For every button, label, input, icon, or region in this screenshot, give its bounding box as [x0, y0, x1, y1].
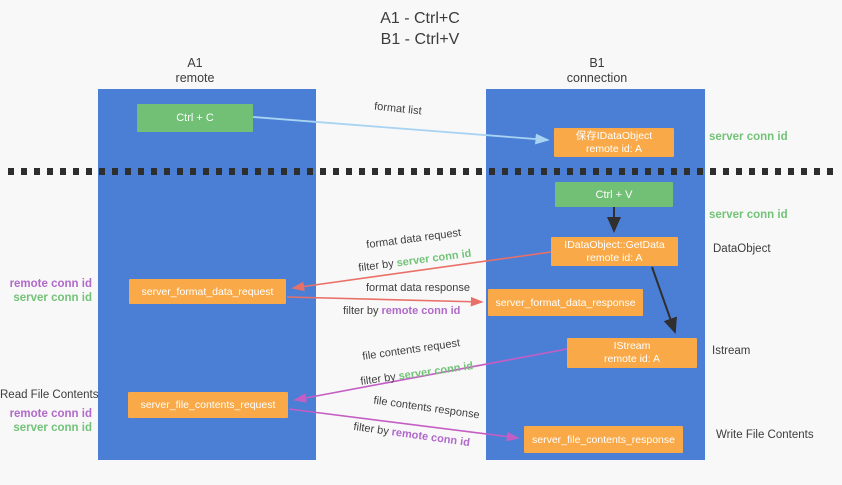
lane-b1-role: connection — [566, 71, 628, 85]
node-ctrl-v-label: Ctrl + V — [595, 188, 633, 201]
lane-header-b1: B1 connection — [547, 56, 647, 86]
node-ctrl-c-label: Ctrl + C — [176, 112, 214, 124]
label-file-contents-response: file contents response — [372, 394, 481, 422]
filter-by-text: filter by — [343, 305, 379, 317]
copy-paste-separator-line — [8, 168, 834, 175]
node-istream-line1: IStream — [613, 340, 651, 352]
node-istream: IStream remote id: A — [567, 338, 697, 368]
node-server-format-data-response: server_format_data_response — [488, 289, 643, 316]
node-file-response-label: server_file_contents_response — [531, 433, 675, 446]
node-format-request-label: server_format_data_request — [141, 285, 274, 298]
label-file-contents-request: file contents request — [361, 337, 461, 363]
lane-a1-role: remote — [175, 71, 215, 85]
left-conn-id-stack-bottom: remote conn id server conn id — [0, 407, 92, 435]
title-line-1: A1 - Ctrl+C — [380, 10, 460, 27]
label-server-conn-id-right-mid: server conn id — [709, 209, 788, 221]
node-save-idataobject: 保存IDataObject remote id: A — [554, 128, 674, 157]
node-file-request-label: server_file_contents_request — [140, 399, 276, 411]
remote-conn-id-text: remote conn id — [381, 305, 461, 317]
node-save-idataobject-line2: remote id: A — [585, 142, 643, 155]
label-filter-by-remote-conn-id-1: filter by remote conn id — [343, 305, 460, 317]
arrow-format-data-response — [286, 296, 484, 307]
label-format-data-request: format data request — [365, 226, 462, 252]
label-format-list: format list — [373, 100, 423, 118]
node-getdata-line2: remote id: A — [586, 251, 643, 264]
label-filter-by-server-conn-id-1: filter by server conn id — [358, 248, 472, 275]
node-ctrl-v: Ctrl + V — [555, 182, 673, 207]
label-dataobject: DataObject — [713, 243, 771, 255]
lane-a1-name: A1 — [187, 56, 203, 70]
server-conn-id-text: server conn id — [395, 247, 473, 270]
label-filter-by-remote-conn-id-2: filter by remote conn id — [353, 421, 471, 449]
label-remote-conn-id-left-bottom: remote conn id — [9, 408, 92, 420]
node-server-file-contents-response: server_file_contents_response — [524, 426, 683, 453]
lane-header-a1: A1 remote — [145, 56, 245, 86]
label-remote-conn-id-left-top: remote conn id — [9, 278, 92, 290]
lane-b1-name: B1 — [589, 56, 605, 70]
node-server-format-data-request: server_format_data_request — [129, 279, 286, 304]
left-conn-id-stack-top: remote conn id server conn id — [0, 277, 92, 305]
title-line-2: B1 - Ctrl+V — [380, 31, 460, 48]
node-save-idataobject-line1: 保存IDataObject — [575, 129, 653, 142]
node-ctrl-c: Ctrl + C — [137, 104, 253, 132]
filter-by-text: filter by — [352, 420, 390, 438]
server-conn-id-text: server conn id — [397, 360, 475, 383]
label-istream: Istream — [712, 345, 751, 357]
remote-conn-id-text: remote conn id — [390, 426, 471, 450]
label-write-file-contents: Write File Contents — [716, 429, 814, 441]
diagram-title: A1 - Ctrl+C B1 - Ctrl+V — [320, 8, 520, 50]
node-istream-line2: remote id: A — [603, 353, 661, 365]
filter-by-text: filter by — [357, 257, 395, 275]
label-format-data-response: format data response — [366, 282, 470, 294]
label-server-conn-id-right-top: server conn id — [709, 131, 788, 143]
label-server-conn-id-left-bottom: server conn id — [13, 422, 92, 434]
filter-by-text: filter by — [359, 371, 397, 388]
label-server-conn-id-left-top: server conn id — [13, 292, 92, 304]
label-read-file-contents: Read File Contents — [0, 389, 99, 401]
label-filter-by-server-conn-id-2: filter by server conn id — [360, 360, 474, 388]
node-getdata-line1: IDataObject::GetData — [564, 238, 665, 251]
node-idataobject-getdata: IDataObject::GetData remote id: A — [551, 237, 678, 266]
node-server-file-contents-request: server_file_contents_request — [128, 392, 288, 418]
node-format-response-label: server_format_data_response — [495, 296, 636, 309]
